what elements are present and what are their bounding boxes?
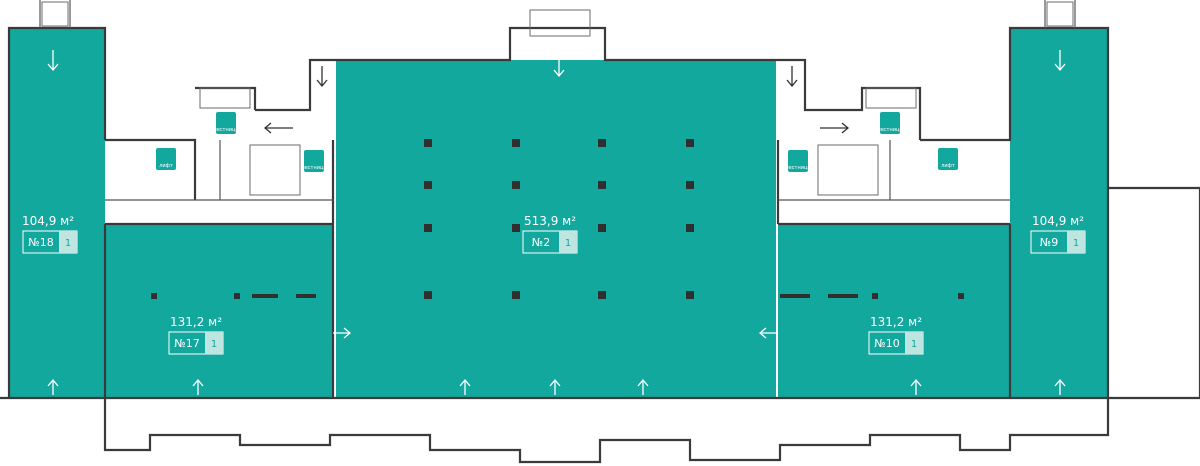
svg-text:№17: №17 <box>174 337 199 350</box>
zone-unit-2[interactable] <box>336 60 776 398</box>
svg-text:лестница: лестница <box>786 165 811 171</box>
svg-text:104,9 м²: 104,9 м² <box>1032 214 1084 228</box>
svg-text:№9: №9 <box>1040 236 1058 249</box>
label-unit-9[interactable]: 104,9 м² №9 1 <box>1030 214 1086 254</box>
svg-text:1: 1 <box>211 339 217 350</box>
svg-text:№2: №2 <box>532 236 550 249</box>
svg-text:лифт: лифт <box>941 163 955 169</box>
arrows <box>47 50 1066 395</box>
label-unit-2[interactable]: 513,9 м² №2 1 <box>522 214 578 254</box>
stairs <box>41 1 1074 196</box>
svg-text:№18: №18 <box>28 236 53 249</box>
sign-stairs-left: лестница <box>214 112 239 134</box>
zone-unit-10[interactable] <box>778 224 1010 398</box>
svg-text:513,9 м²: 513,9 м² <box>524 214 576 228</box>
label-unit-10[interactable]: 131,2 м² №10 1 <box>868 315 924 355</box>
zone-unit-9[interactable] <box>1010 28 1108 398</box>
svg-text:лестница: лестница <box>214 127 239 133</box>
sign-stairs-right: лестница <box>878 112 903 134</box>
zone-unit-17[interactable] <box>105 224 333 398</box>
svg-text:1: 1 <box>65 238 71 249</box>
svg-text:лестница: лестница <box>302 165 327 171</box>
svg-text:лифт: лифт <box>159 163 173 169</box>
svg-text:131,2 м²: 131,2 м² <box>870 315 922 329</box>
sign-lift-right: лифт <box>938 148 958 170</box>
sign-stairs-left-2: лестница <box>302 150 327 172</box>
sign-lift-left: лифт <box>156 148 176 170</box>
label-unit-18[interactable]: 104,9 м² №18 1 <box>22 214 78 254</box>
sign-stairs-right-2: лестница <box>786 150 811 172</box>
label-unit-17[interactable]: 131,2 м² №17 1 <box>168 315 224 355</box>
svg-text:104,9 м²: 104,9 м² <box>22 214 74 228</box>
zone-unit-18[interactable] <box>9 28 105 398</box>
svg-text:№10: №10 <box>874 337 899 350</box>
svg-text:1: 1 <box>565 238 571 249</box>
columns <box>151 139 964 299</box>
svg-text:1: 1 <box>1073 238 1079 249</box>
svg-text:лестница: лестница <box>878 127 903 133</box>
svg-text:131,2 м²: 131,2 м² <box>170 315 222 329</box>
svg-text:1: 1 <box>911 339 917 350</box>
